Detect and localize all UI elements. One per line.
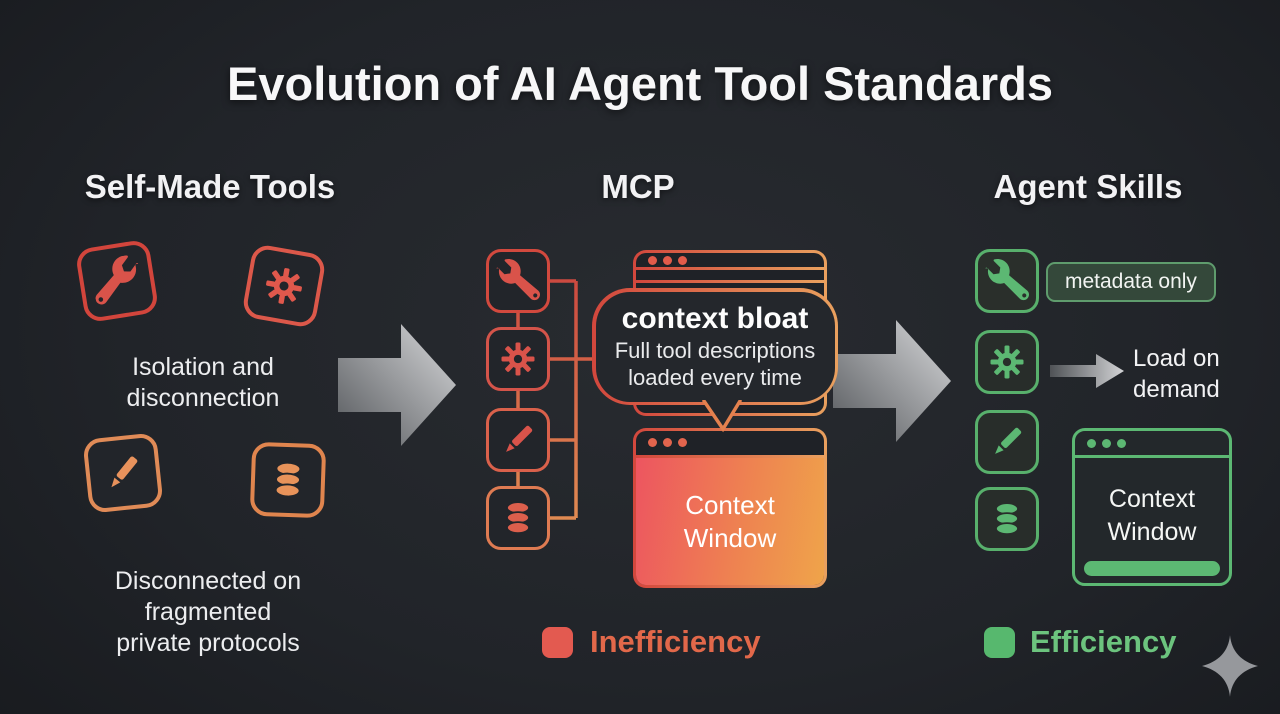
inefficiency-label: Inefficiency [590,624,761,659]
bubble-subtitle: Full tool descriptions loaded every time [614,338,816,390]
traffic-dots-icon [648,438,687,447]
window-divider [636,280,824,283]
arrow-right-icon [833,320,951,442]
self-made-pencil-tile [82,432,164,514]
context-window-label: Context Window [683,490,777,553]
mcp-connector-lines [516,279,594,520]
metadata-only-label: metadata only [1065,270,1197,293]
mcp-database-tile [486,486,550,550]
pencil-icon [97,447,150,500]
mcp-gear-tile [486,327,550,391]
pencil-icon [496,418,540,462]
mcp-context-window-body: Context Window [636,458,824,585]
window-divider [636,455,824,458]
load-on-demand-label: Load on demand [1133,345,1220,403]
gear-icon [496,337,540,381]
mcp-context-window: Context Window [633,428,827,588]
bubble-title: context bloat [621,302,809,336]
context-window-label: Context Window [1107,485,1197,546]
skills-gear-tile [975,330,1039,394]
window-divider [636,267,824,270]
wrench-icon [985,259,1029,303]
efficiency-swatch [984,627,1015,658]
self-made-database-tile [249,441,327,519]
column-header-agent-skills: Agent Skills [993,168,1183,205]
inefficiency-swatch [542,627,573,658]
skills-wrench-tile [975,249,1039,313]
mcp-pencil-tile [486,408,550,472]
small-arrow-right-icon [1050,354,1124,388]
self-made-caption-top: Isolation and disconnection [126,353,280,412]
database-icon [263,455,313,505]
page-title: Evolution of AI Agent Tool Standards [227,57,1053,110]
skills-pencil-tile [975,410,1039,474]
skills-context-window: Context Window [1072,428,1232,586]
context-usage-bar [1084,561,1220,576]
self-made-caption-bottom: Disconnected on fragmented private proto… [114,567,302,657]
wrench-icon [90,254,145,309]
traffic-dots-icon [1087,439,1126,448]
sparkle-icon [1202,635,1258,697]
mcp-wrench-tile [486,249,550,313]
pencil-icon [985,420,1029,464]
efficiency-label: Efficiency [1030,624,1177,659]
column-header-self-made: Self-Made Tools [84,168,336,205]
window-divider [1075,455,1229,458]
database-icon [496,496,540,540]
context-bloat-bubble: context bloat Full tool descriptions loa… [592,288,838,405]
traffic-dots-icon [648,256,687,265]
skills-database-tile [975,487,1039,551]
database-icon [985,497,1029,541]
arrow-right-icon [338,324,456,446]
gear-icon [985,340,1029,384]
column-header-mcp: MCP [601,168,675,205]
metadata-only-badge: metadata only [1046,262,1216,302]
gear-icon [256,258,312,314]
self-made-gear-tile [241,243,327,329]
wrench-icon [496,259,540,303]
self-made-wrench-tile [74,238,160,324]
bubble-tail [702,400,742,433]
